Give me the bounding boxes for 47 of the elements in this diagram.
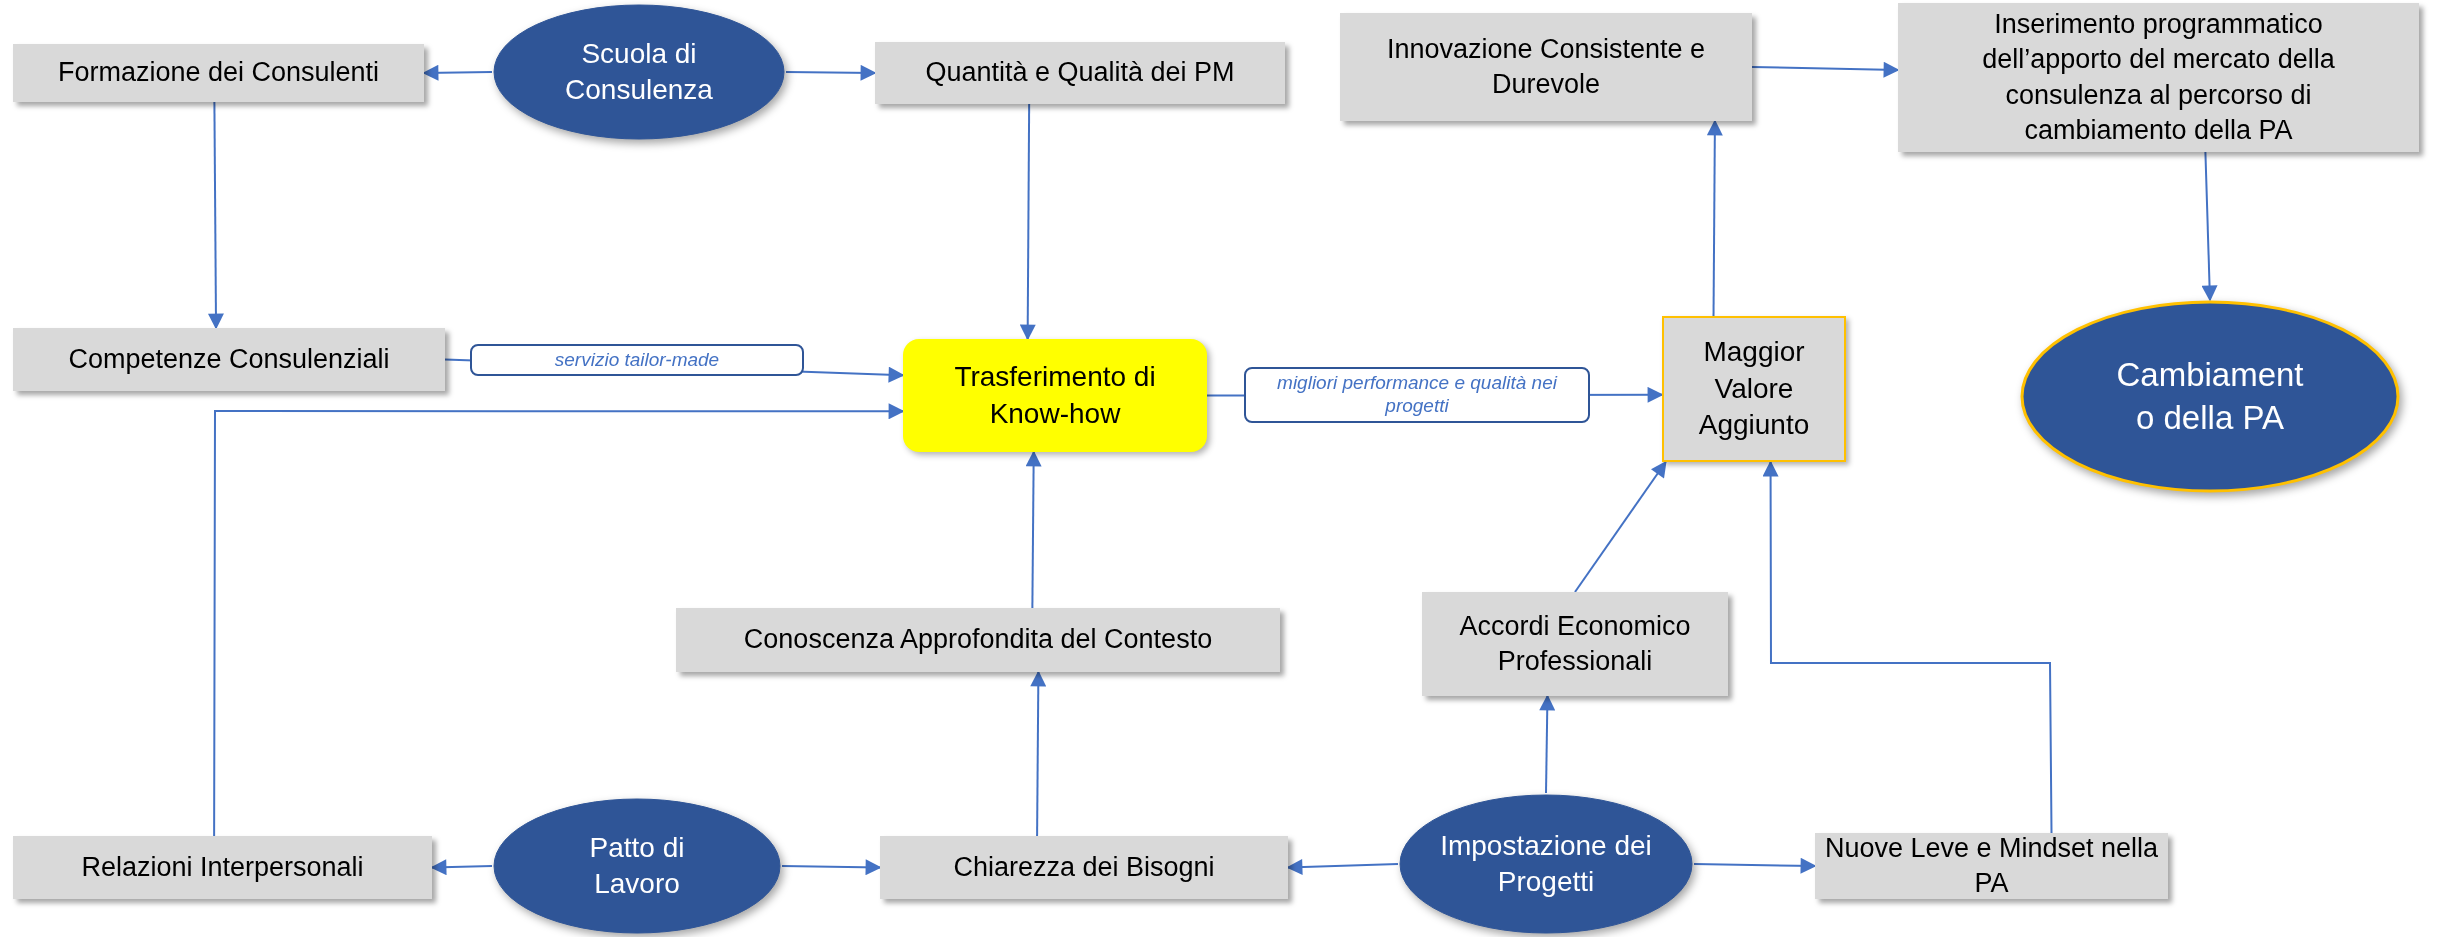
node-label: Nuove Leve e Mindset nella PA — [1823, 831, 2160, 900]
node-label: Relazioni Interpersonali — [81, 850, 364, 884]
arrow — [785, 64, 877, 81]
ellipse-node — [492, 797, 782, 935]
arrow — [781, 859, 882, 876]
node-label: Chiarezza dei Bisogni — [953, 850, 1215, 884]
arrow — [1574, 460, 1667, 593]
arrow — [1019, 103, 1036, 341]
arrow — [1762, 460, 2053, 834]
arrow — [1539, 694, 1556, 794]
process-box — [880, 836, 1288, 899]
node-label: Patto di Lavoro — [588, 830, 686, 901]
node-label: Maggior Valore Aggiunto — [1697, 335, 1811, 443]
node-label: Trasferimento di Know-how — [953, 360, 1157, 431]
node-label: Scuola di Consulenza — [564, 36, 714, 107]
arrow — [1706, 119, 1723, 317]
process-box — [13, 836, 432, 899]
arrow — [207, 101, 224, 330]
edge-label: migliori performance e qualità nei progetti — [1244, 367, 1590, 423]
highlight-box — [903, 339, 1207, 452]
node-label: Accordi Economico Professionali — [1458, 609, 1692, 678]
arrow — [2201, 151, 2218, 302]
arrow — [1693, 857, 1817, 874]
node-label: Competenze Consulenziali — [68, 342, 390, 376]
process-box — [13, 44, 424, 102]
process-box — [676, 608, 1280, 672]
process-box — [875, 42, 1285, 104]
ellipse-node — [2020, 300, 2400, 493]
arrow — [213, 403, 905, 837]
edge-label: servizio tailor-made — [470, 343, 804, 377]
arrow — [1751, 61, 1900, 78]
process-box — [13, 328, 445, 391]
node-label: Conoscenza Approfondita del Contesto — [743, 623, 1213, 657]
process-box — [1898, 3, 2419, 152]
node-label: Impostazione dei Progetti — [1439, 828, 1653, 899]
ellipse-node — [492, 3, 786, 141]
process-box — [1422, 592, 1728, 696]
node-label: Formazione dei Consulenti — [57, 56, 380, 90]
arrow — [1025, 450, 1042, 609]
ellipse-node — [1398, 793, 1694, 935]
arrow — [1030, 670, 1047, 837]
node-label: Innovazione Consistente e Durevole — [1385, 32, 1707, 101]
node-label: Inserimento programmatico dell’apporto del mercato della consulenza al percorso di cambiamento della PA — [1981, 8, 2336, 147]
node-label: Cambiamento della PA — [2115, 354, 2305, 438]
outcome-box — [1662, 316, 1846, 462]
process-box — [1340, 13, 1752, 121]
node-label: Quantità e Qualità dei PM — [925, 56, 1235, 90]
